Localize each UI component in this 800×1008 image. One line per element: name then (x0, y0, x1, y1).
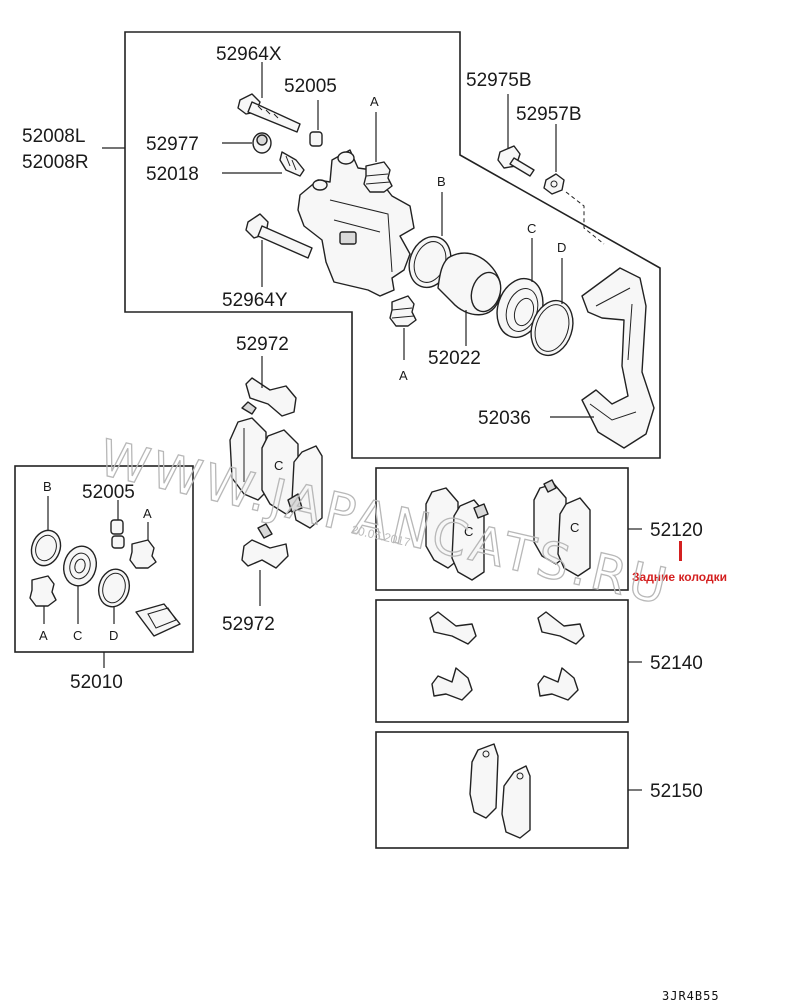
pad-set-52120-left[interactable]: C (425, 487, 489, 581)
label-52957b: 52957B (516, 104, 582, 125)
dashed-assembly-line (565, 191, 605, 245)
label-52964x: 52964X (216, 44, 282, 65)
guide-pin-bolt-52964x[interactable] (237, 93, 301, 133)
label-52036: 52036 (478, 408, 531, 429)
svg-text:C: C (570, 520, 579, 535)
dust-boot-a-bottom[interactable] (389, 295, 417, 327)
svg-text:C: C (464, 524, 473, 539)
shim-set-52140-top-left[interactable] (429, 611, 477, 645)
label-52018: 52018 (146, 164, 199, 185)
letter-b-main: B (437, 174, 446, 189)
brake-pad-center-middle[interactable]: C (261, 429, 299, 515)
dust-boot-a-top[interactable] (363, 161, 393, 193)
sleeve-52005[interactable] (309, 131, 323, 147)
anti-squeal-shim-bottom-52972[interactable] (241, 523, 289, 569)
kit-boot-a-top[interactable] (129, 539, 157, 569)
label-52022: 52022 (428, 348, 481, 369)
shim-set-52140-bottom-right[interactable] (537, 667, 579, 701)
red-marker (679, 541, 682, 561)
kit-boot-a-bottom[interactable] (29, 575, 57, 607)
letter-a-kit-top: A (143, 506, 152, 521)
label-52010: 52010 (70, 672, 123, 693)
letter-a-bottom: A (399, 368, 408, 383)
kit-grease-packet[interactable] (135, 603, 181, 637)
diagram-code: 3JR4B55 (662, 989, 720, 1003)
pad-set-52120-right[interactable]: C (533, 479, 591, 577)
letter-a-top: A (370, 94, 379, 109)
label-52005-kit: 52005 (82, 482, 135, 503)
letter-c-kit: C (73, 628, 82, 643)
letter-d-main: D (557, 240, 566, 255)
kit-boot-c[interactable] (59, 543, 100, 590)
letter-b-kit: B (43, 479, 52, 494)
piston-boot-c[interactable] (490, 273, 550, 344)
letter-d-kit: D (109, 628, 118, 643)
shim-set-box-52140 (375, 599, 629, 723)
kit-seal-b[interactable] (27, 526, 66, 569)
pad-set-box-52150 (375, 731, 629, 849)
brake-pad-right-middle[interactable] (287, 445, 323, 529)
label-52150: 52150 (650, 781, 703, 802)
pad-set-52150-right[interactable] (501, 765, 531, 839)
label-52005-top: 52005 (284, 76, 337, 97)
bleeder-cap-52977[interactable] (252, 132, 272, 154)
guide-pin-bolt-52964y[interactable] (245, 213, 313, 259)
svg-text:C: C (274, 458, 283, 473)
label-52008l: 52008L (22, 126, 85, 147)
bracket-nut-52957b[interactable] (543, 173, 565, 195)
pad-set-52150-left[interactable] (469, 743, 499, 819)
label-52972-top: 52972 (236, 334, 289, 355)
label-52975b: 52975B (466, 70, 532, 91)
bracket-bolt-52975b[interactable] (497, 145, 535, 177)
anti-squeal-shim-top-52972[interactable] (241, 377, 297, 417)
letter-a-kit-bottom: A (39, 628, 48, 643)
label-52972-bottom: 52972 (222, 614, 275, 635)
label-52120: 52120 (650, 520, 703, 541)
kit-sleeve-52005[interactable] (110, 519, 125, 549)
letter-c-main: C (527, 221, 536, 236)
piston-52022[interactable] (437, 252, 505, 316)
caliper-bracket-52036[interactable] (581, 267, 655, 449)
label-52008r: 52008R (22, 152, 89, 173)
rear-pads-note: Задние колодки (632, 570, 727, 584)
caliper-body[interactable] (297, 149, 415, 297)
shim-set-52140-top-right[interactable] (537, 611, 585, 645)
shim-set-52140-bottom-left[interactable] (431, 667, 473, 701)
bleeder-screw-52018[interactable] (279, 151, 305, 177)
caliper-assembly-frame (124, 31, 661, 459)
label-52977: 52977 (146, 134, 199, 155)
brake-pad-left-middle[interactable] (229, 417, 267, 501)
label-52140: 52140 (650, 653, 703, 674)
boot-ring-d[interactable] (524, 295, 579, 361)
label-52964y: 52964Y (222, 290, 288, 311)
kit-ring-d[interactable] (95, 566, 134, 610)
